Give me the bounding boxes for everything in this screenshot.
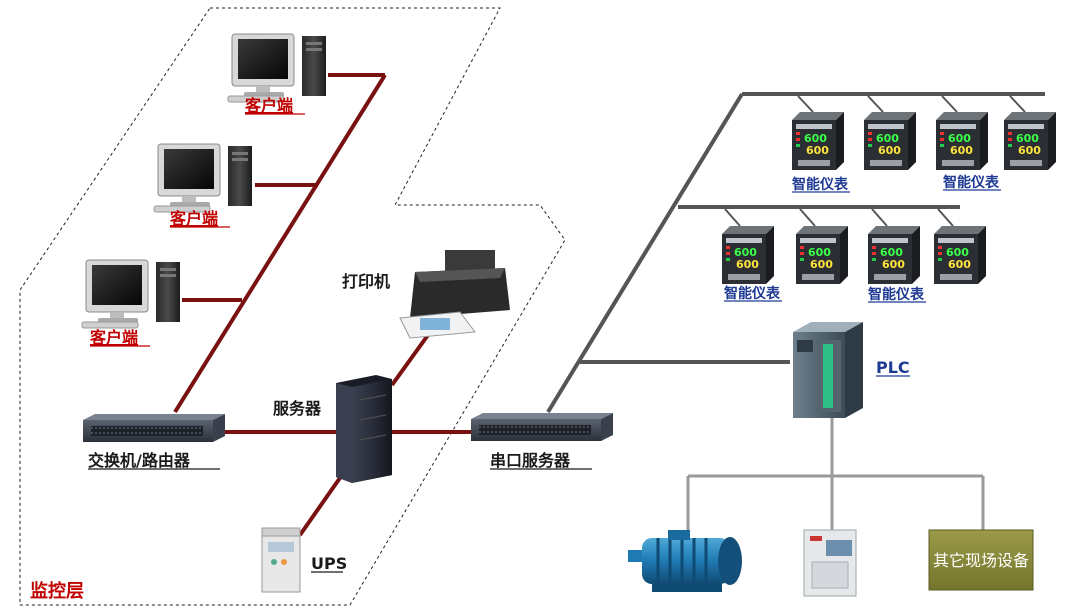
- meter-display-top: 600: [880, 246, 903, 259]
- meter-display-top: 600: [948, 132, 971, 145]
- meter-display-bottom: 600: [948, 258, 971, 271]
- plc-label: PLC: [876, 358, 910, 377]
- motor-icon: [628, 530, 742, 592]
- plc-field-bus: [686, 418, 985, 535]
- client-computer-2: [153, 143, 252, 213]
- meter-display-top: 600: [808, 246, 831, 259]
- serial-server-icon: [471, 413, 613, 441]
- protection-relay-icon: [803, 529, 857, 597]
- meter-display-top: 600: [876, 132, 899, 145]
- other-field-devices-label: 其它现场设备: [933, 551, 1029, 570]
- plc-icon: [793, 322, 863, 418]
- smart-meter-label-2: 智能仪表: [942, 174, 1000, 191]
- ups-icon: [261, 527, 301, 593]
- printer-label: 打印机: [342, 272, 390, 291]
- serial-server-label: 串口服务器: [490, 451, 571, 470]
- meter-display-top: 600: [804, 132, 827, 145]
- meter-display-bottom: 600: [1018, 144, 1041, 157]
- server-icon: [336, 375, 392, 483]
- switch-router-icon: [83, 414, 225, 442]
- meter-display-top: 600: [734, 246, 757, 259]
- smart-meter-label-4: 智能仪表: [867, 286, 925, 303]
- client-computer-1: [227, 33, 326, 103]
- meter-display-top: 600: [946, 246, 969, 259]
- meter-display-bottom: 600: [806, 144, 829, 157]
- client-label-3: 客户端: [90, 328, 138, 347]
- smart-meter-label-3: 智能仪表: [723, 285, 781, 302]
- client-label-2: 客户端: [170, 209, 218, 228]
- monitor-network-wires: [173, 73, 476, 537]
- printer-icon: [399, 250, 510, 339]
- ups-label: UPS: [311, 554, 347, 573]
- smart-meter-label-1: 智能仪表: [791, 176, 849, 193]
- monitoring-layer-label: 监控层: [30, 580, 84, 602]
- meter-display-bottom: 600: [878, 144, 901, 157]
- server-label: 服务器: [273, 399, 322, 418]
- other-field-devices-box: 其它现场设备: [928, 529, 1034, 591]
- client-label-1: 客户端: [245, 96, 293, 115]
- meter-display-bottom: 600: [736, 258, 759, 271]
- field-network-wires: [546, 92, 1045, 414]
- meter-display-bottom: 600: [950, 144, 973, 157]
- meter-display-bottom: 600: [882, 258, 905, 271]
- monitoring-layer-boundary: [19, 7, 566, 606]
- switch-router-label: 交换机/路由器: [88, 451, 191, 470]
- client-computer-3: [81, 259, 180, 329]
- meter-display-top: 600: [1016, 132, 1039, 145]
- meter-display-bottom: 600: [810, 258, 833, 271]
